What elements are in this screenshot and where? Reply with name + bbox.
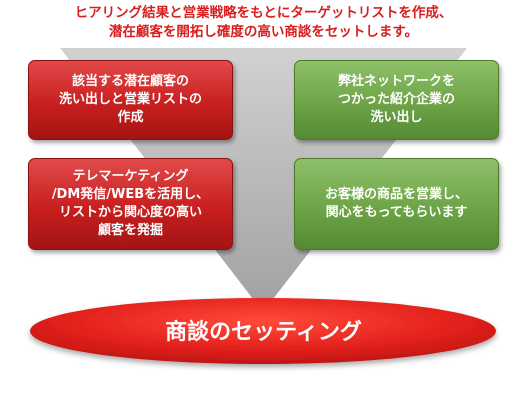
step-box-candidate-list: 該当する潜在顧客の 洗い出しと営業リストの 作成 [28, 60, 233, 140]
header-line-2: 潜在顧客を開拓し確度の高い商談をセットします。 [108, 24, 419, 40]
result-label: 商談のセッティング [165, 320, 362, 345]
step-box-referral-companies: 弊社ネットワークを つかった紹介企業の 洗い出し [294, 60, 499, 140]
result-ellipse [30, 298, 496, 364]
header-line-1: ヒアリング結果と営業戦略をもとにターゲットリストを作成、 [74, 5, 453, 21]
step-box-sales-pitch: お客様の商品を営業し、 関心をもってもらいます [294, 158, 499, 250]
header-text: ヒアリング結果と営業戦略をもとにターゲットリストを作成、 潜在顧客を開拓し確度の… [0, 4, 527, 42]
step-box-telemarketing: テレマーケティング /DM発信/WEBを活用し、 リストから関心度の高い 顧客を… [28, 158, 233, 250]
